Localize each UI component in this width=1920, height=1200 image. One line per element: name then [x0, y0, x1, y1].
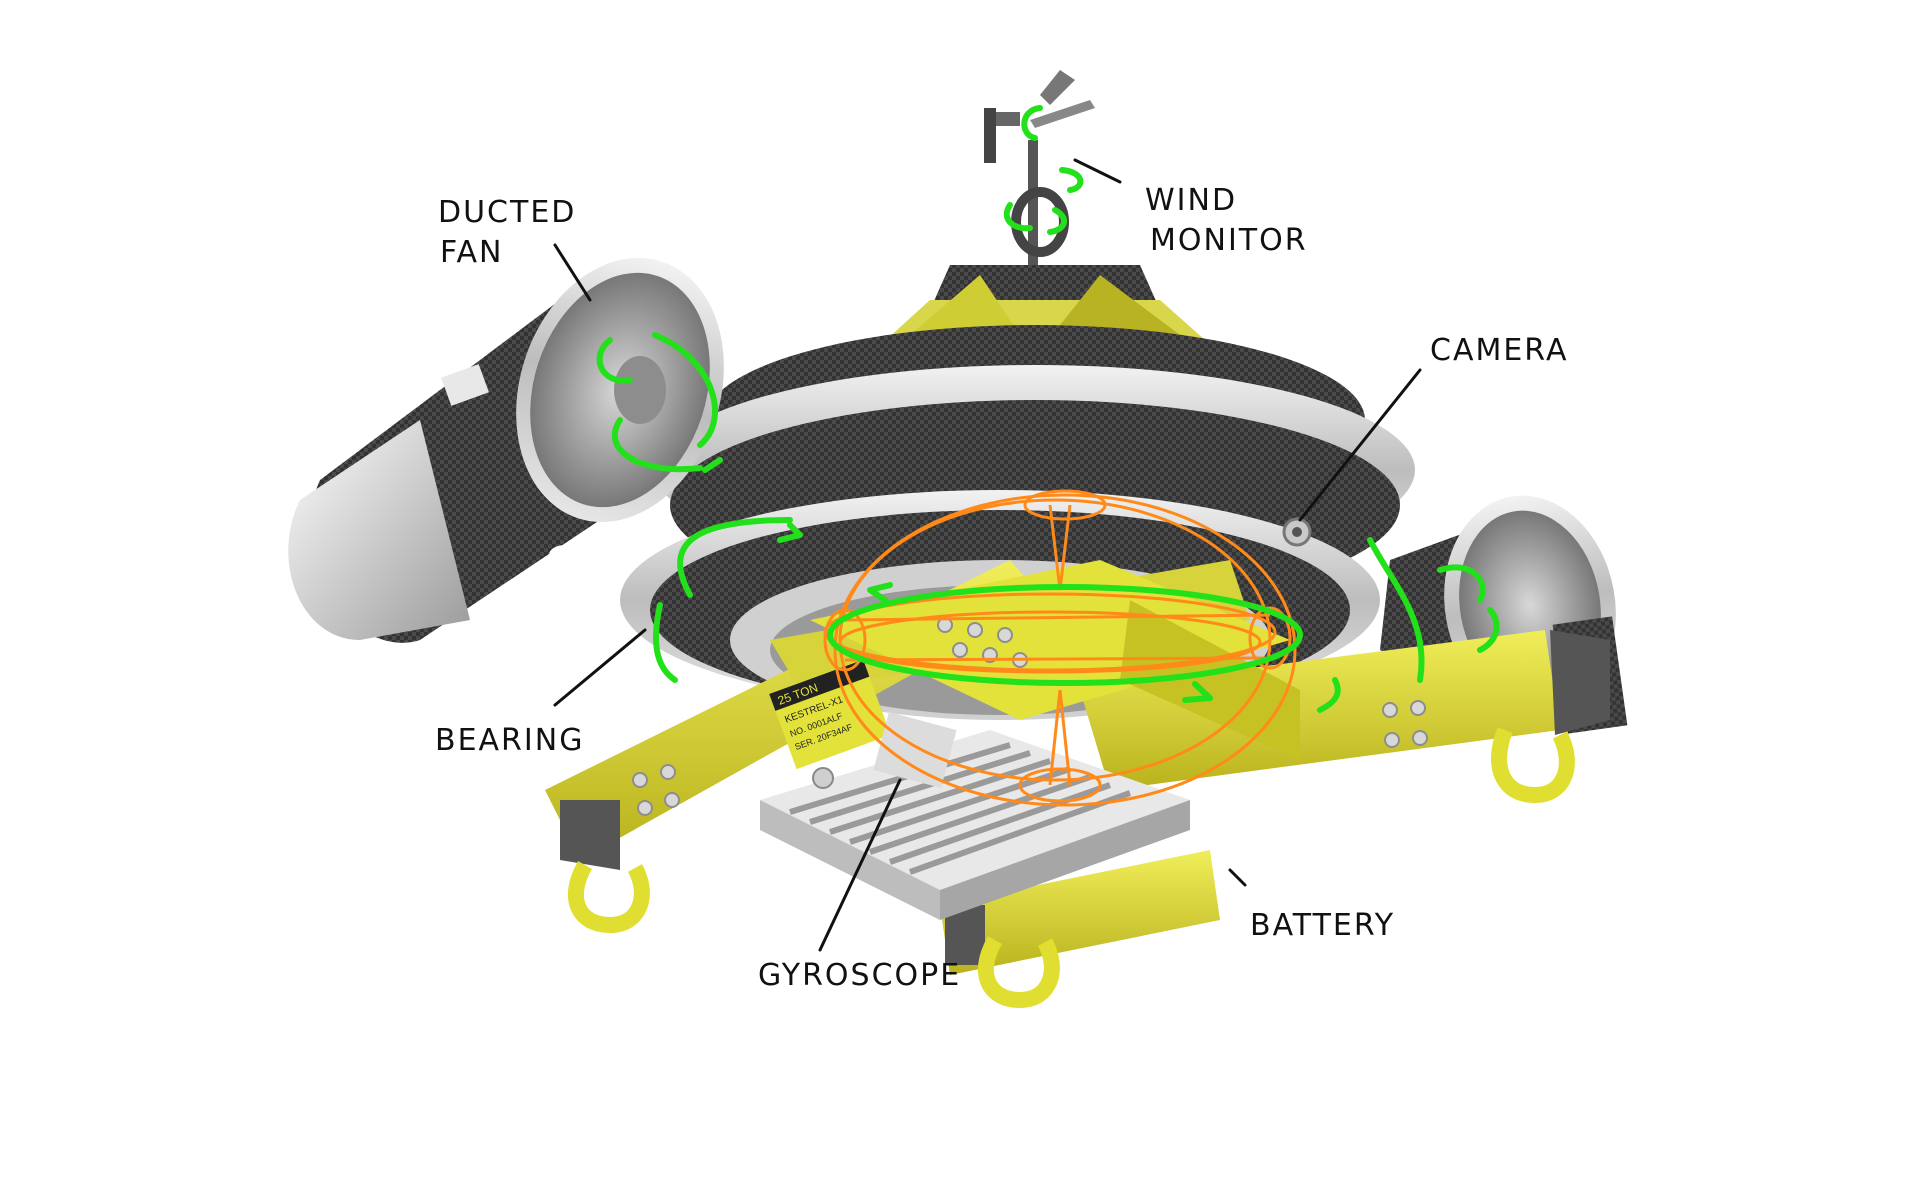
wind-monitor-leader — [1073, 158, 1122, 184]
bearing-leader — [553, 628, 647, 707]
battery-leader — [1228, 868, 1247, 887]
gyroscope-leader — [818, 778, 902, 952]
camera-lens — [1282, 517, 1312, 547]
camera-leader — [1298, 368, 1422, 522]
gyroscope-sketch — [823, 489, 1297, 807]
label-bearing: BEARING — [435, 723, 584, 758]
gyroscope-rotation-ring — [827, 584, 1303, 686]
label-ducted-fan-line2: FAN — [440, 235, 503, 270]
label-ducted-fan-line1: DUCTED — [438, 195, 576, 230]
drone-machine: 25 TON KESTREL-X1 NO. 0001ALF SER. 20F34… — [288, 70, 1628, 1009]
bearing-rotation-arrow — [652, 517, 803, 683]
wind-monitor-rotation-arrow — [1003, 105, 1084, 235]
ducted-fan-leader — [553, 243, 592, 302]
rotation-indicators — [596, 105, 1500, 713]
label-wind-monitor-line2: MONITOR — [1150, 223, 1308, 258]
leader-lines — [553, 158, 1422, 952]
id-plate: 25 TON KESTREL-X1 NO. 0001ALF SER. 20F34… — [769, 659, 891, 770]
label-gyroscope: GYROSCOPE — [758, 958, 961, 993]
left-ducted-fan — [288, 257, 724, 643]
label-camera: CAMERA — [1430, 333, 1568, 368]
labels: DUCTED FAN WIND MONITOR CAMERA BEARING B… — [435, 183, 1568, 993]
label-wind-monitor-line1: WIND — [1145, 183, 1237, 218]
label-battery: BATTERY — [1250, 908, 1395, 943]
right-fan-rotation-arrow — [1317, 537, 1500, 713]
left-fan-rotation-arrow — [596, 332, 723, 473]
